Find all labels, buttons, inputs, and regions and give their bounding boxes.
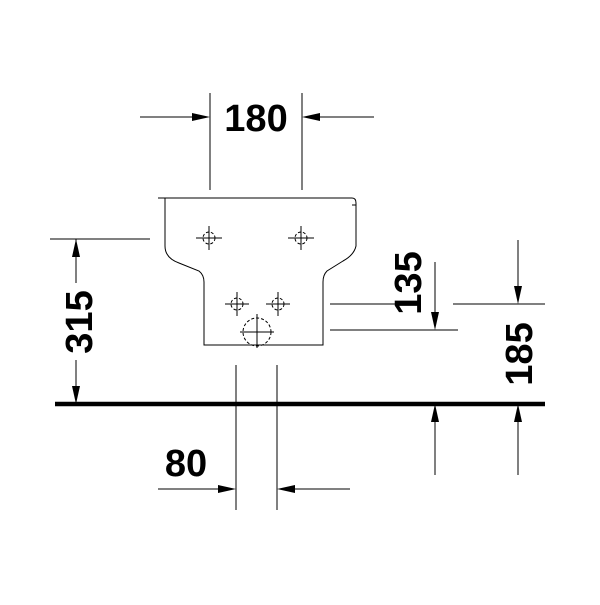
- upper-mount-hole-left: [196, 226, 222, 250]
- drain-hole: [240, 314, 274, 348]
- upper-mount-hole-right: [288, 226, 314, 250]
- dimension-315: [50, 238, 150, 404]
- dimension-135: [330, 262, 458, 475]
- dimension-80-label: 80: [165, 443, 207, 485]
- supply-hole-right: [266, 292, 290, 316]
- dimension-80: [158, 365, 350, 510]
- dimension-135-label: 135: [388, 251, 430, 314]
- dimension-185: [453, 240, 545, 475]
- dimension-180-label: 180: [224, 98, 287, 140]
- dimension-315-label: 315: [59, 290, 101, 353]
- fixture-outline: [158, 197, 357, 346]
- dimension-180: [140, 93, 374, 190]
- supply-hole-left: [225, 292, 249, 316]
- dimension-185-label: 185: [499, 322, 541, 385]
